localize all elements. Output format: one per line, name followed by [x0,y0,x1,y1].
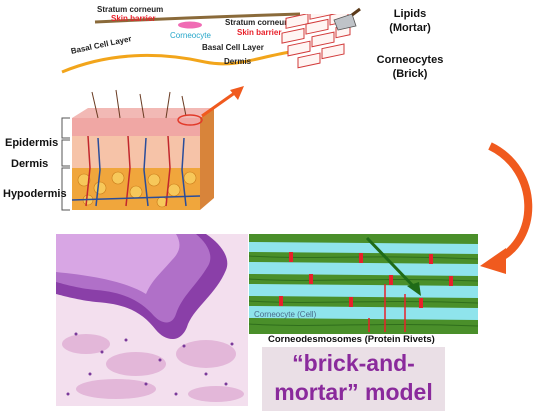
dermis-label-top: Dermis [224,57,252,66]
model-title: “brick-and- mortar” model [262,349,445,407]
brick-wall-illustration [281,14,351,69]
dermis-label: Dermis [11,158,49,170]
corneocyte-label: Corneocyte [170,31,211,40]
mortar-label: (Mortar) [389,22,431,34]
curved-arrow [480,142,533,274]
basal-cell-line [61,50,291,74]
corneocyte-shape [178,21,202,29]
skin-barrier-label-left: Skin barrier [111,14,156,23]
stratum-corneum-label-right: Stratum corneum [225,18,292,27]
layer-brackets [61,117,70,211]
epidermis-label: Epidermis [5,137,59,149]
corneocyte-cell-label: Corneocyte (Cell) [254,310,317,319]
model-box [262,347,445,411]
skin-barrier-label-right: Skin barrier [237,28,282,37]
stratum-corneum-label-left: Stratum corneum [97,5,164,14]
histology-image [56,234,248,406]
basal-cell-label-right: Basal Cell Layer [202,43,264,52]
brick-label: (Brick) [392,68,428,80]
corneodesmosomes-caption: Corneodesmosomes (Protein Rivets) [268,334,435,345]
model-title-line1: “brick-and- [292,350,415,376]
corneocytes-label: Corneocytes [376,54,444,66]
model-title-line2: mortar” model [274,379,433,405]
zoom-arrow [201,86,244,118]
skin-barrier-curves [61,12,301,74]
corneocyte-diagram [249,234,478,334]
skin-cross-section [71,89,214,210]
stratum-corneum-line [94,12,301,24]
hypodermis-label: Hypodermis [3,188,67,200]
trowel-icon [333,7,361,31]
lipids-label: Lipids [393,8,427,20]
